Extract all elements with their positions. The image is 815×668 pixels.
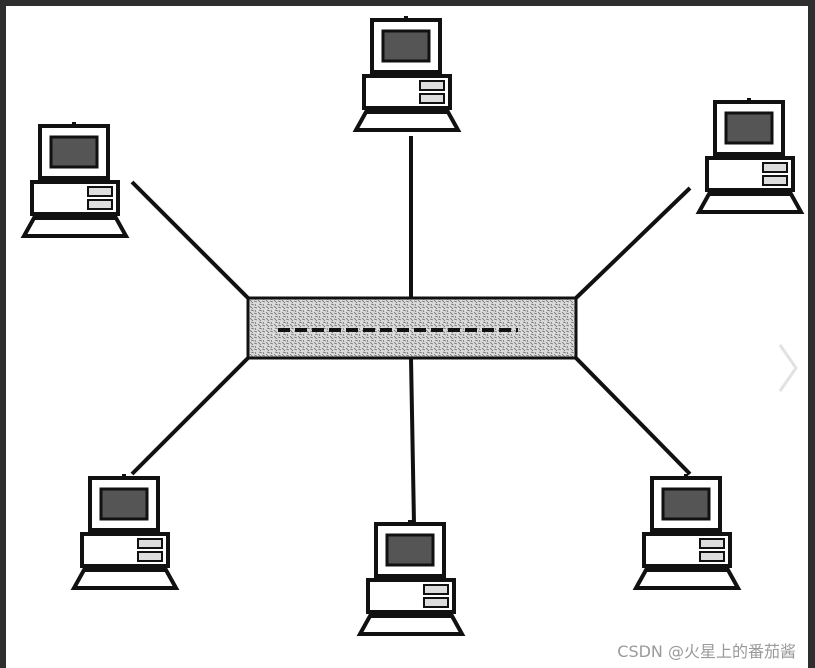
keyboard-icon <box>636 570 738 588</box>
computer-top-right <box>699 98 801 212</box>
link-computer-bottom-right <box>576 358 690 474</box>
drive-slot <box>763 163 787 172</box>
drive-slot <box>424 598 448 607</box>
keyboard-icon <box>356 112 458 130</box>
computer-bottom-right <box>636 474 738 588</box>
link-computer-bottom <box>411 358 414 524</box>
keyboard-icon <box>699 194 801 212</box>
drive-slot <box>700 539 724 548</box>
screen <box>51 137 97 167</box>
computer-top <box>356 16 458 130</box>
screen <box>387 535 433 565</box>
link-computer-bottom-left <box>132 358 248 474</box>
keyboard-icon <box>24 218 126 236</box>
drive-slot <box>88 187 112 196</box>
chevron-right-icon[interactable] <box>776 341 800 395</box>
watermark-text: CSDN @火星上的番茄酱 <box>617 638 796 662</box>
antenna <box>72 122 76 127</box>
keyboard-icon <box>360 616 462 634</box>
screen <box>726 113 772 143</box>
screen <box>101 489 147 519</box>
screen <box>383 31 429 61</box>
drive-slot <box>424 585 448 594</box>
drive-slot <box>700 552 724 561</box>
drive-slot <box>420 94 444 103</box>
drive-slot <box>420 81 444 90</box>
computer-bottom <box>360 520 462 634</box>
computer-bottom-left <box>74 474 176 588</box>
diagram-canvas: CSDN @火星上的番茄酱 <box>6 6 808 668</box>
antenna <box>404 16 408 21</box>
link-computer-top-right <box>576 188 690 298</box>
hub <box>248 298 576 358</box>
keyboard-icon <box>74 570 176 588</box>
drive-slot <box>763 176 787 185</box>
computer-top-left <box>24 122 126 236</box>
link-computer-top-left <box>132 182 248 298</box>
star-topology-diagram <box>6 6 808 668</box>
screen <box>663 489 709 519</box>
antenna <box>408 520 412 525</box>
drive-slot <box>138 539 162 548</box>
antenna <box>122 474 126 479</box>
antenna <box>747 98 751 103</box>
drive-slot <box>88 200 112 209</box>
drive-slot <box>138 552 162 561</box>
antenna <box>684 474 688 479</box>
